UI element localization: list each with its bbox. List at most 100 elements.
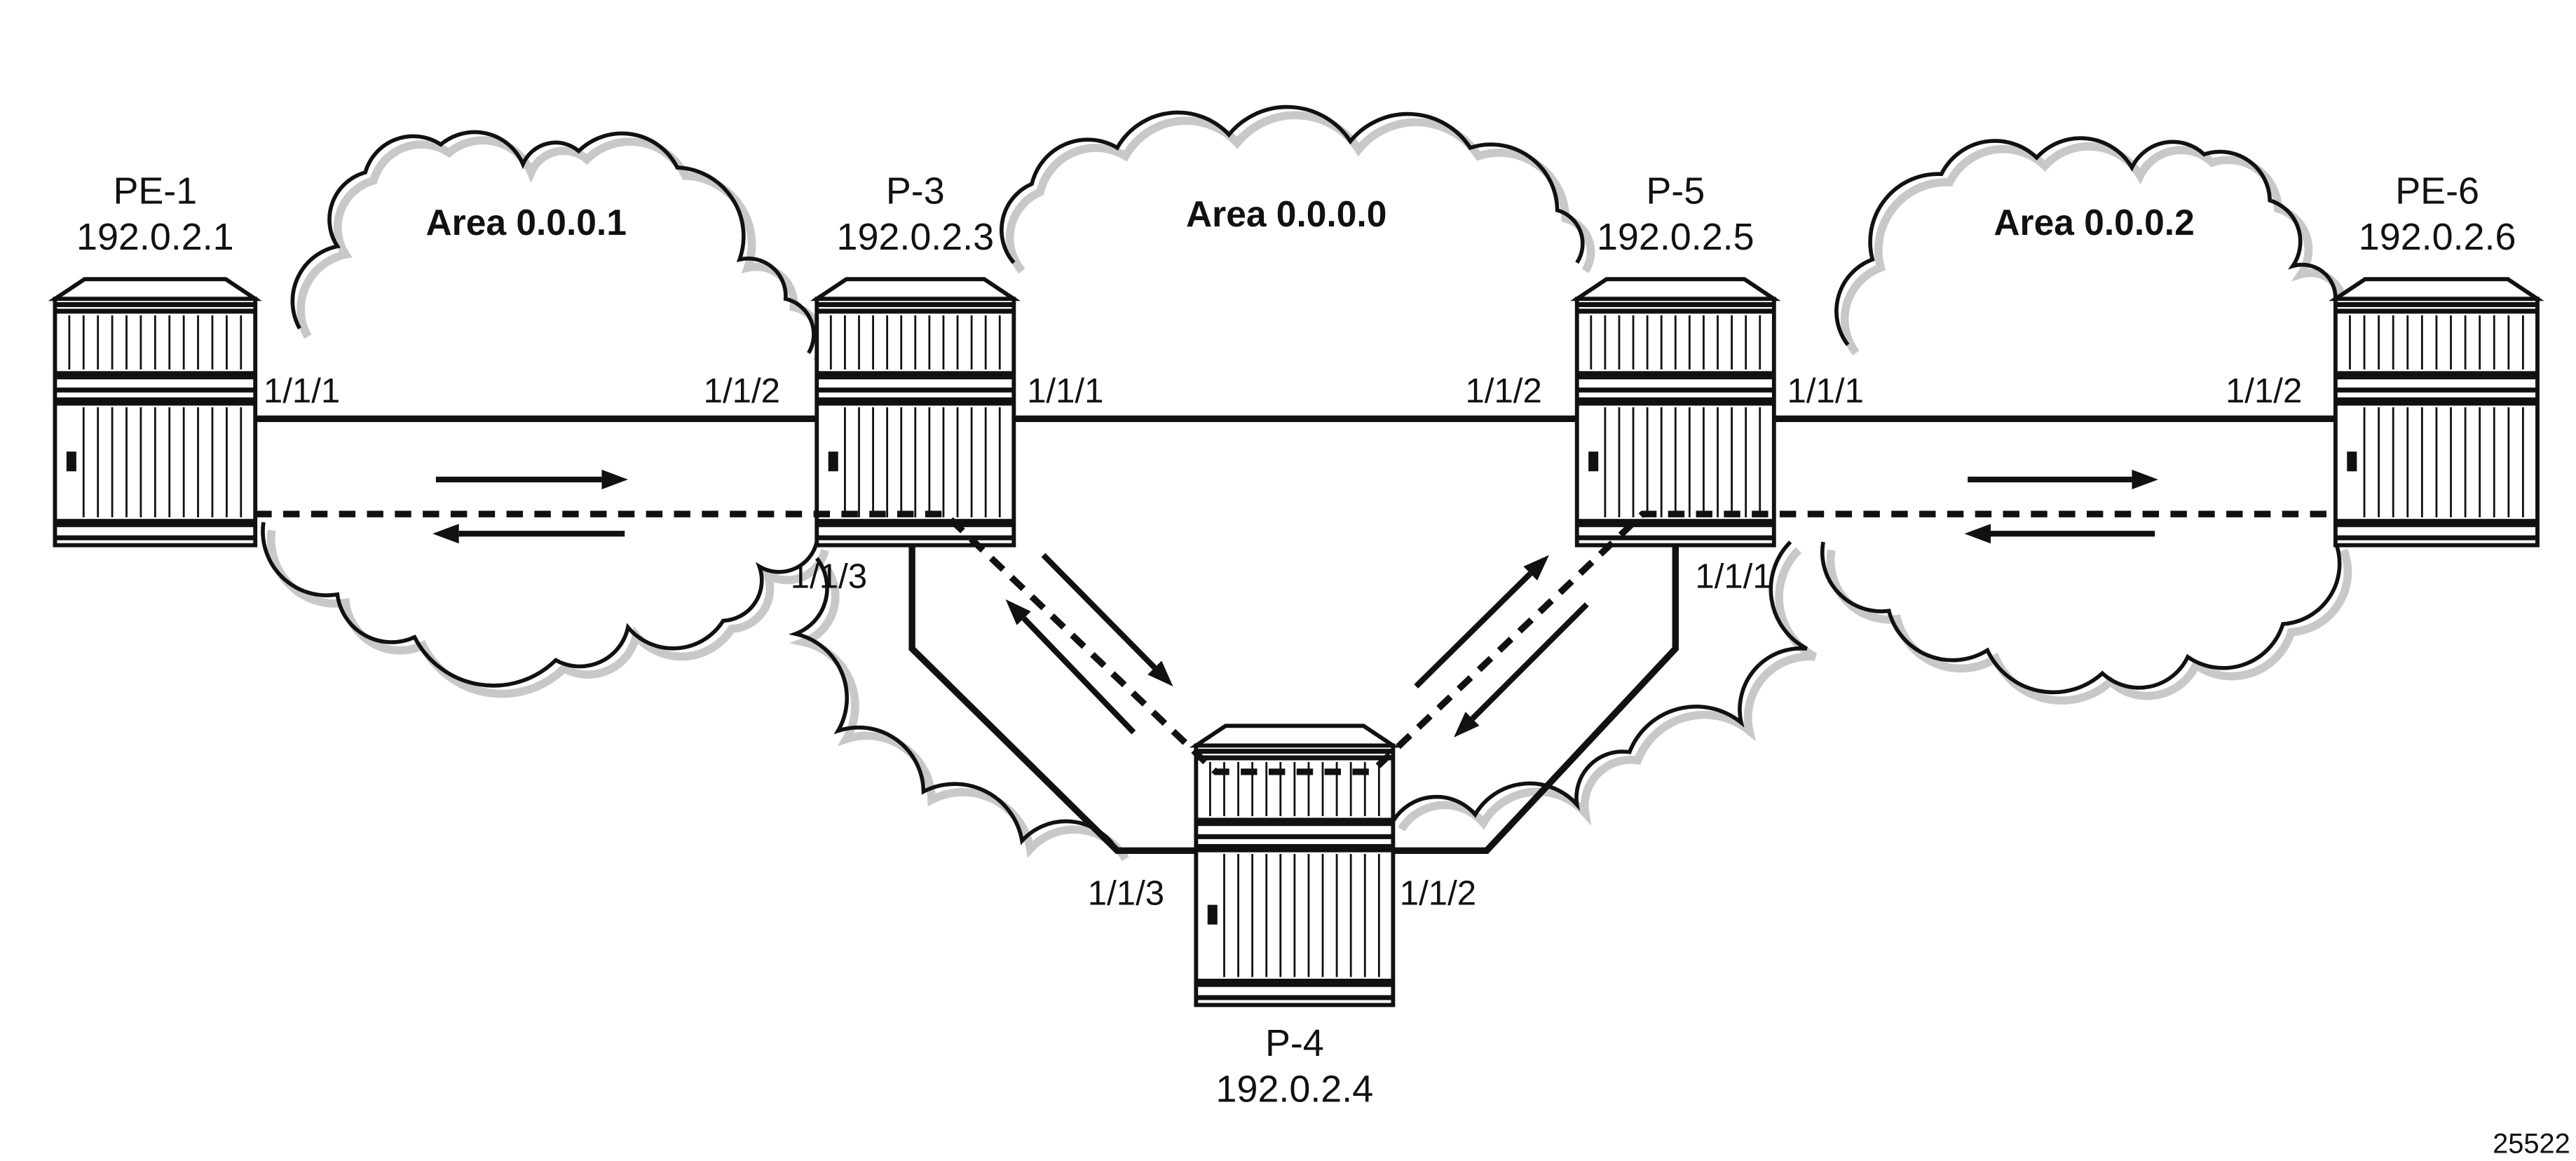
router-ip-pe6: 192.0.2.6: [2359, 216, 2516, 258]
router-band: [1196, 995, 1393, 1000]
cloud-area-0-shadow: [1398, 547, 1818, 832]
router-band: [817, 301, 1014, 308]
router-band: [2335, 519, 2537, 527]
router-top: [1570, 277, 1781, 301]
router-band: [817, 535, 1014, 541]
router-top: [810, 277, 1021, 301]
router-name-pe1: PE-1: [113, 170, 197, 212]
cloud-area-1-shadow: [266, 529, 829, 698]
router-top: [1189, 724, 1401, 748]
ospf-area-clouds: [261, 104, 2352, 862]
router-band: [2335, 397, 2537, 406]
router-led-icon: [2347, 452, 2357, 472]
router-band: [817, 371, 1014, 380]
arrow-head: [1523, 555, 1549, 581]
port-labels: 1/1/1 1/1/2 1/1/1 1/1/2 1/1/1 1/1/2 1/1/…: [264, 372, 2302, 913]
router-band: [55, 301, 256, 308]
arrow-head: [1147, 660, 1173, 687]
cloud-area-2: [1820, 541, 2342, 695]
router-band: [2335, 301, 2537, 308]
router-name-pe6: PE-6: [2395, 170, 2479, 212]
router-band: [2335, 308, 2537, 314]
arrow-shaft: [1470, 602, 1589, 721]
direction-arrows: [432, 469, 2158, 738]
area-labels: Area 0.0.0.1 Area 0.0.0.0 Area 0.0.0.2: [425, 194, 2194, 243]
direction-arrow: [435, 469, 628, 490]
router-band: [1196, 755, 1393, 761]
port-label: 1/1/2: [704, 372, 780, 410]
router-band: [817, 308, 1014, 314]
port-label: 1/1/3: [791, 557, 867, 596]
cloud-area-1: [261, 522, 819, 688]
router-p4[interactable]: [1189, 724, 1401, 1007]
router-band: [55, 387, 256, 393]
router-band: [1576, 535, 1774, 541]
router-band: [1576, 308, 1774, 314]
direction-arrow: [1005, 599, 1136, 735]
cloud-area-0: [1391, 540, 1808, 822]
cloud-area-0: [788, 557, 1119, 852]
routers: [48, 277, 2544, 1007]
port-label: 1/1/1: [264, 372, 340, 410]
port-label: 1/1/2: [2226, 372, 2302, 410]
router-band: [1196, 834, 1393, 839]
router-ip-p4: 192.0.2.4: [1216, 1068, 1374, 1111]
arrow-head: [432, 524, 459, 544]
router-band: [55, 308, 256, 314]
router-band: [1576, 397, 1774, 406]
router-band: [1196, 817, 1393, 827]
direction-arrow: [432, 524, 625, 544]
direction-arrow: [1041, 552, 1173, 687]
figure-id: 25522: [2493, 1128, 2570, 1159]
router-band: [55, 519, 256, 527]
lsp-path-dashed: [255, 510, 2336, 775]
direction-arrow: [1454, 602, 1589, 738]
router-top: [2329, 277, 2544, 301]
router-band: [55, 397, 256, 406]
arrow-shaft: [1414, 571, 1533, 688]
port-label: 1/1/2: [1400, 874, 1476, 913]
cloud-area-0: [1000, 104, 1585, 264]
link-p5-p4: [1393, 534, 1679, 854]
arrow-head: [1964, 524, 1991, 544]
router-led-icon: [1207, 904, 1218, 925]
arrow-head: [1005, 599, 1031, 625]
cloud-area-1: [290, 130, 816, 355]
direction-arrow: [1968, 469, 2158, 490]
router-band: [2335, 535, 2537, 541]
router-band: [1196, 749, 1393, 754]
port-label: 1/1/1: [1695, 557, 1771, 596]
router-band: [817, 519, 1014, 527]
router-name-p4: P-4: [1265, 1022, 1324, 1064]
router-led-icon: [1588, 452, 1599, 472]
link-p3-p4: [908, 534, 1197, 854]
arrow-head: [601, 469, 628, 490]
direction-arrow: [1414, 555, 1549, 688]
router-led-icon: [828, 452, 838, 472]
area-label-0-0-0-0: Area 0.0.0.0: [1186, 194, 1386, 234]
port-label: 1/1/1: [1027, 372, 1103, 410]
router-band: [55, 535, 256, 541]
area-label-0-0-0-1: Area 0.0.0.1: [425, 202, 626, 243]
cloud-area-2: [1834, 136, 2338, 346]
arrow-shaft: [1021, 616, 1136, 735]
router-band: [1196, 979, 1393, 987]
cloud-area-2-shadow: [1826, 548, 2352, 705]
router-pe1[interactable]: [48, 277, 262, 548]
direction-arrow: [1964, 524, 2155, 544]
router-ip-p5: 192.0.2.5: [1597, 216, 1754, 258]
router-p3[interactable]: [810, 277, 1021, 548]
router-band: [55, 371, 256, 380]
area-label-0-0-0-2: Area 0.0.0.2: [1994, 202, 2194, 243]
arrow-head: [1454, 712, 1480, 738]
router-band: [1576, 387, 1774, 393]
router-p5[interactable]: [1570, 277, 1781, 548]
router-band: [2335, 387, 2537, 393]
router-band: [1576, 371, 1774, 380]
router-band: [817, 397, 1014, 406]
router-pe6[interactable]: [2329, 277, 2544, 548]
router-band: [1196, 843, 1393, 853]
arrow-head: [2132, 469, 2158, 490]
router-band: [1576, 519, 1774, 527]
